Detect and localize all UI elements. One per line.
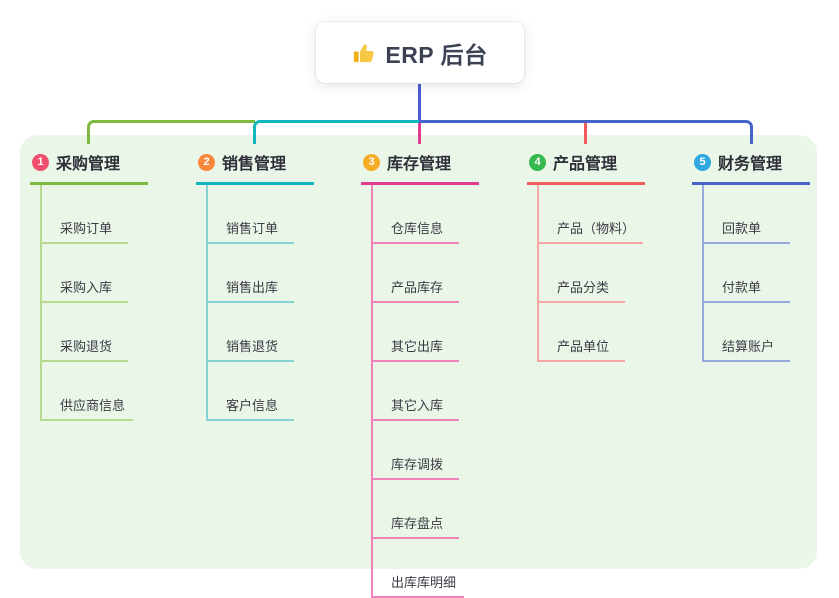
child-node[interactable]: 产品单位 — [539, 303, 625, 362]
branch-column-2: 2 销售管理销售订单销售出库销售退货客户信息 — [196, 150, 361, 421]
connector-branch-4 — [584, 123, 587, 144]
branch-column-3: 3 库存管理仓库信息产品库存其它出库其它入库库存调拨库存盘点出库库明细 — [361, 150, 526, 598]
child-node[interactable]: 供应商信息 — [42, 362, 134, 421]
child-node[interactable]: 销售退货 — [208, 303, 294, 362]
branch-node-4[interactable]: 4 产品管理 — [527, 150, 645, 185]
branch-label: 采购管理 — [56, 156, 121, 173]
child-node[interactable]: 销售订单 — [208, 185, 294, 244]
branch-number-badge: 1 — [32, 153, 49, 171]
branch-number-badge: 4 — [529, 153, 546, 171]
connector-root-vertical — [418, 83, 421, 122]
child-node[interactable]: 产品库存 — [373, 244, 459, 303]
child-node[interactable]: 采购入库 — [42, 244, 128, 303]
branch-column-5: 5 财务管理回款单付款单结算账户 — [692, 150, 839, 362]
mindmap-panel — [20, 135, 817, 569]
branch-label: 库存管理 — [387, 156, 452, 173]
connector-branch-3 — [418, 123, 421, 144]
child-node[interactable]: 库存盘点 — [373, 480, 459, 539]
branch-children-2: 销售订单销售出库销售退货客户信息 — [206, 185, 361, 421]
child-node[interactable]: 产品分类 — [539, 244, 625, 303]
branch-node-2[interactable]: 2 销售管理 — [196, 150, 314, 185]
branch-number-badge: 5 — [694, 153, 711, 171]
branch-label: 财务管理 — [718, 156, 783, 173]
branch-number-badge: 3 — [363, 153, 380, 171]
child-node[interactable]: 结算账户 — [704, 303, 790, 362]
child-node[interactable]: 采购退货 — [42, 303, 128, 362]
child-node[interactable]: 客户信息 — [208, 362, 294, 421]
branch-children-1: 采购订单采购入库采购退货供应商信息 — [40, 185, 195, 421]
root-node-erp[interactable]: ERP 后台 — [316, 22, 524, 83]
root-node-label: ERP 后台 — [385, 41, 488, 68]
connector-branch-1 — [87, 120, 255, 144]
child-node[interactable]: 出库库明细 — [373, 539, 465, 598]
child-node[interactable]: 销售出库 — [208, 244, 294, 303]
branch-node-5[interactable]: 5 财务管理 — [692, 150, 810, 185]
branch-node-3[interactable]: 3 库存管理 — [361, 150, 479, 185]
child-node[interactable]: 其它出库 — [373, 303, 459, 362]
branch-children-3: 仓库信息产品库存其它出库其它入库库存调拨库存盘点出库库明细 — [371, 185, 526, 598]
branch-label: 销售管理 — [222, 156, 287, 173]
branch-node-1[interactable]: 1 采购管理 — [30, 150, 148, 185]
child-node[interactable]: 付款单 — [704, 244, 790, 303]
branch-children-5: 回款单付款单结算账户 — [702, 185, 839, 362]
branch-column-4: 4 产品管理产品（物料）产品分类产品单位 — [527, 150, 692, 362]
child-node[interactable]: 回款单 — [704, 185, 790, 244]
child-node[interactable]: 仓库信息 — [373, 185, 459, 244]
branch-number-badge: 2 — [198, 153, 215, 171]
child-node[interactable]: 产品（物料） — [539, 185, 644, 244]
branch-label: 产品管理 — [553, 156, 618, 173]
connector-branch-5 — [419, 120, 753, 144]
child-node[interactable]: 其它入库 — [373, 362, 459, 421]
branch-children-4: 产品（物料）产品分类产品单位 — [537, 185, 692, 362]
branch-column-1: 1 采购管理采购订单采购入库采购退货供应商信息 — [30, 150, 195, 421]
child-node[interactable]: 采购订单 — [42, 185, 128, 244]
thumbs-up-icon — [354, 44, 374, 62]
child-node[interactable]: 库存调拨 — [373, 421, 459, 480]
connector-branch-2 — [253, 120, 420, 144]
